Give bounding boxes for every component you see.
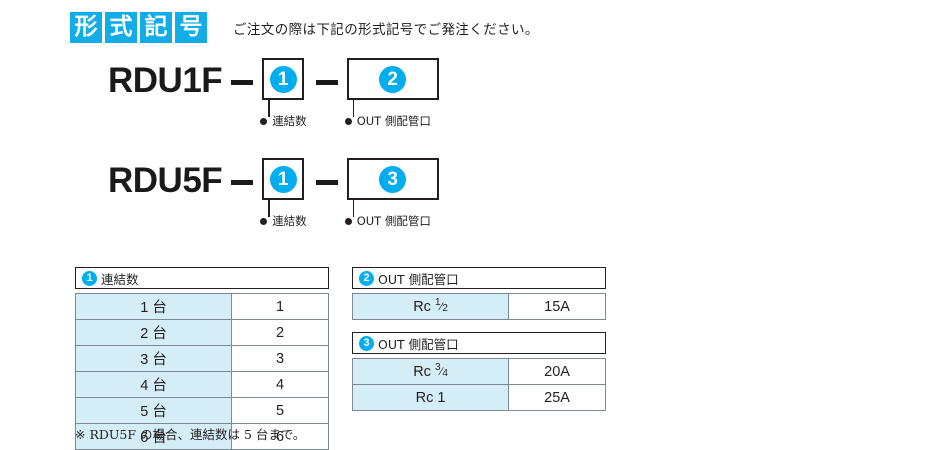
cell-right: 4 xyxy=(231,371,329,398)
circled-number-icon: 1 xyxy=(269,65,297,93)
header-description: ご注文の際は下記の形式記号でご発注ください。 xyxy=(233,21,539,38)
fraction-denominator: 2 xyxy=(442,303,448,314)
cell-right: 20A xyxy=(508,358,606,385)
cell-right: 2 xyxy=(231,319,329,346)
table-row[interactable]: 6 台 6 xyxy=(74,423,329,450)
table-title-label: OUT 側配管口 xyxy=(378,271,459,287)
table-title-label: OUT 側配管口 xyxy=(378,336,459,352)
fraction: 1⁄2 xyxy=(434,297,448,314)
cell-left-prefix: Rc xyxy=(413,299,431,315)
page-header: 形 式 記 号 ご注文の際は下記の形式記号でご発注ください。 xyxy=(70,12,539,43)
model-code-row-rdu5f: RDU5F 1 連結数 3 OUT 側配管口 xyxy=(108,158,439,229)
table-row[interactable]: Rc 1 25A xyxy=(351,384,606,411)
cell-right: 25A xyxy=(508,384,606,411)
model-code-row-rdu1f: RDU1F 1 連結数 2 OUT 側配管口 xyxy=(108,58,439,129)
model-dash-icon xyxy=(315,80,338,85)
cell-left: 2 台 xyxy=(74,319,233,346)
spec-table-out-port-3: 3 OUT 側配管口 Rc 3⁄4 20A Rc 1 25A xyxy=(351,332,606,411)
cell-left: 1 台 xyxy=(74,293,233,320)
fraction-denominator: 4 xyxy=(442,368,448,379)
callout-label: 連結数 xyxy=(272,114,307,128)
fraction-numerator: 1 xyxy=(434,297,441,308)
circled-number-icon: 1 xyxy=(269,165,297,193)
model-slot-1: 1 連結数 xyxy=(260,158,307,229)
circled-number-icon: 3 xyxy=(359,335,374,351)
cell-right: 5 xyxy=(231,397,329,424)
callout-label: 連結数 xyxy=(272,214,307,228)
cell-right: 1 xyxy=(231,293,329,320)
circled-number-icon: 3 xyxy=(379,165,407,193)
slot-callout: 連結数 xyxy=(260,113,307,129)
table-row[interactable]: 4 台 4 xyxy=(74,371,329,398)
bullet-dot-icon xyxy=(344,217,352,225)
model-dash-icon xyxy=(231,80,254,85)
table-row[interactable]: 1 台 1 xyxy=(74,293,329,320)
badge-char-3: 記 xyxy=(140,12,172,43)
cell-right: 15A xyxy=(508,293,606,320)
table-title: 1 連結数 xyxy=(75,267,329,289)
table-row[interactable]: Rc 1⁄2 15A xyxy=(351,293,606,320)
slot-callout: OUT 側配管口 xyxy=(344,113,431,129)
cell-left: 6 台 xyxy=(74,423,233,450)
circled-number-icon: 2 xyxy=(379,65,407,93)
cell-right: 6 xyxy=(231,423,329,450)
leader-line xyxy=(268,100,270,117)
section-title-badge: 形 式 記 号 xyxy=(70,12,207,43)
slot-box[interactable]: 1 xyxy=(262,158,305,200)
slot-callout: OUT 側配管口 xyxy=(344,213,431,229)
bullet-dot-icon xyxy=(260,117,268,125)
table-title-label: 連結数 xyxy=(101,271,139,287)
callout-label: OUT 側配管口 xyxy=(356,214,431,228)
circled-number-icon: 1 xyxy=(82,270,97,286)
cell-left: Rc 3⁄4 xyxy=(351,358,510,385)
badge-char-1: 形 xyxy=(70,12,102,43)
cell-left-prefix: Rc 1 xyxy=(415,389,446,406)
table-row[interactable]: 3 台 3 xyxy=(74,345,329,372)
slot-callout: 連結数 xyxy=(260,213,307,229)
fraction: 3⁄4 xyxy=(434,362,448,379)
bullet-dot-icon xyxy=(260,217,268,225)
table: 1 台 1 2 台 2 3 台 3 4 台 4 5 台 5 6 台 6 xyxy=(74,293,329,450)
spec-table-renketsu-su: 1 連結数 1 台 1 2 台 2 3 台 3 4 台 4 5 台 5 xyxy=(74,267,329,450)
model-slot-2: 3 OUT 側配管口 xyxy=(344,158,439,229)
model-slot-2: 2 OUT 側配管口 xyxy=(344,58,439,129)
table-title: 3 OUT 側配管口 xyxy=(352,332,606,354)
table: Rc 3⁄4 20A Rc 1 25A xyxy=(351,358,606,411)
leader-line xyxy=(268,200,270,217)
slot-box[interactable]: 3 xyxy=(346,158,439,200)
badge-char-4: 号 xyxy=(175,12,207,43)
fraction-numerator: 3 xyxy=(434,362,441,373)
model-dash-icon xyxy=(315,180,338,185)
slot-box[interactable]: 2 xyxy=(346,58,439,100)
table-title: 2 OUT 側配管口 xyxy=(352,267,606,289)
table-row[interactable]: 2 台 2 xyxy=(74,319,329,346)
leader-line xyxy=(352,200,355,217)
table-row[interactable]: 5 台 5 xyxy=(74,397,329,424)
cell-left: Rc 1⁄2 xyxy=(351,293,510,320)
cell-left: Rc 1 xyxy=(351,384,510,411)
cell-left-prefix: Rc xyxy=(413,364,431,380)
badge-char-2: 式 xyxy=(105,12,137,43)
leader-line xyxy=(352,100,355,117)
table-row[interactable]: Rc 3⁄4 20A xyxy=(351,358,606,385)
slot-box[interactable]: 1 xyxy=(262,58,305,100)
model-prefix: RDU1F xyxy=(108,61,223,100)
bullet-dot-icon xyxy=(344,117,352,125)
model-slot-1: 1 連結数 xyxy=(260,58,307,129)
cell-left: 3 台 xyxy=(74,345,233,372)
model-prefix: RDU5F xyxy=(108,161,223,200)
footnote: ※ RDU5F の場合、連結数は 5 台まで。 xyxy=(75,427,306,442)
cell-left: 4 台 xyxy=(74,371,233,398)
callout-label: OUT 側配管口 xyxy=(356,114,431,128)
table: Rc 1⁄2 15A xyxy=(351,293,606,320)
circled-number-icon: 2 xyxy=(359,270,374,286)
model-dash-icon xyxy=(231,180,254,185)
cell-right: 3 xyxy=(231,345,329,372)
spec-table-out-port-2: 2 OUT 側配管口 Rc 1⁄2 15A xyxy=(351,267,606,320)
cell-left: 5 台 xyxy=(74,397,233,424)
